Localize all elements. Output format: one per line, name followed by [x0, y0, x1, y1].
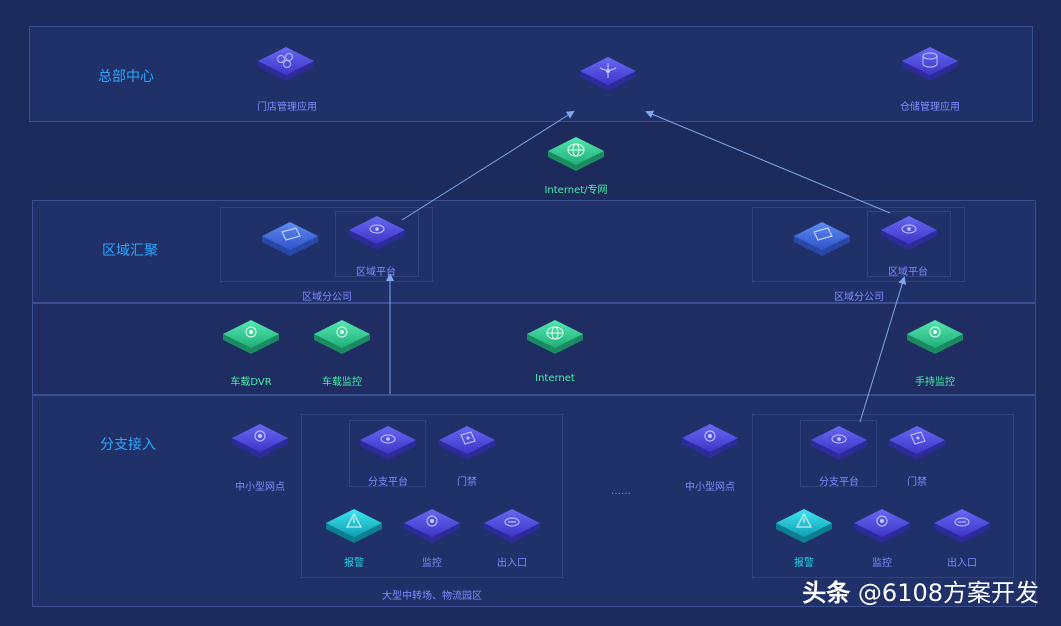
- branch-left-area-label: 大型中转场、物流园区: [382, 591, 482, 602]
- region-right-platform-box: [867, 211, 951, 277]
- region-left-platform-label: 区域平台: [356, 267, 396, 278]
- branch-left-monitor-label: 监控: [422, 558, 442, 569]
- branch-left-area-box: [301, 414, 563, 578]
- internet-private-globe-icon: [548, 137, 604, 171]
- arrow-right-region-to-hq: [645, 110, 891, 214]
- branch-right-gate-label: 出入口: [947, 558, 977, 569]
- tier-branch-label: 分支接入: [100, 437, 156, 453]
- watermark-brand: 头条: [802, 579, 851, 607]
- warehouse-app-label: 仓储管理应用: [900, 102, 960, 113]
- watermark: 头条 @6108方案开发: [802, 573, 1039, 608]
- vehicle-dvr-label: 车载DVR: [230, 377, 272, 388]
- branch-right-area-box: [752, 414, 1014, 578]
- store-app-icon: [258, 47, 314, 81]
- vehicle-monitor-label: 车载监控: [322, 377, 362, 388]
- region-right-company-label: 区域分公司: [834, 292, 884, 303]
- region-band: [32, 200, 1036, 303]
- branch-left-access-icon: [439, 426, 495, 460]
- hub-icon: [580, 57, 636, 91]
- tier-region-label: 区域汇聚: [102, 243, 158, 259]
- handheld-monitor-label: 手持监控: [915, 377, 955, 388]
- arrow-branch-to-right-region: [859, 276, 907, 423]
- internet-label: Internet: [535, 373, 575, 384]
- watermark-handle: @6108方案开发: [857, 579, 1039, 607]
- branch-right-monitor-icon: [854, 509, 910, 543]
- region-right-company-box: [752, 207, 965, 282]
- arrow-left-region-to-hq: [401, 110, 575, 221]
- branch-left-alarm-label: 报警: [344, 558, 364, 569]
- branch-right-alarm-label: 报警: [794, 558, 814, 569]
- branch-band: [32, 395, 1036, 607]
- vehicle-monitor-icon: [314, 320, 370, 354]
- branch-left-gate-icon: [484, 509, 540, 543]
- small-site-right-label: 中小型网点: [685, 482, 735, 493]
- region-left-company-label: 区域分公司: [302, 292, 352, 303]
- branch-ellipsis: ……: [611, 486, 631, 497]
- branch-left-monitor-icon: [404, 509, 460, 543]
- vehicle-dvr-icon: [223, 320, 279, 354]
- branch-right-platform-icon: [811, 426, 867, 460]
- internet-private-label: Internet/专网: [544, 185, 608, 196]
- branch-left-platform-icon: [360, 426, 416, 460]
- mobile-band: [32, 303, 1036, 395]
- branch-right-monitor-label: 监控: [872, 558, 892, 569]
- hq-band: [29, 26, 1033, 122]
- branch-left-gate-label: 出入口: [497, 558, 527, 569]
- branch-right-alarm-icon: [776, 509, 832, 543]
- region-left-platform-box: [335, 211, 419, 277]
- region-left-company-box: [220, 207, 433, 282]
- branch-right-access-icon: [889, 426, 945, 460]
- tier-hq-label: 总部中心: [98, 69, 154, 85]
- branch-left-platform-label: 分支平台: [368, 477, 408, 488]
- region-left-platform-icon: [349, 216, 405, 250]
- region-right-screen-icon: [794, 222, 850, 256]
- region-left-screen-icon: [262, 222, 318, 256]
- small-site-left-icon: [232, 424, 288, 458]
- small-site-right-icon: [682, 424, 738, 458]
- branch-left-alarm-icon: [326, 509, 382, 543]
- region-right-platform-icon: [881, 216, 937, 250]
- branch-left-access-label: 门禁: [457, 477, 477, 488]
- region-right-platform-label: 区域平台: [888, 267, 928, 278]
- branch-left-platform-box: [349, 420, 426, 487]
- handheld-monitor-icon: [907, 320, 963, 354]
- branch-right-access-label: 门禁: [907, 477, 927, 488]
- branch-right-platform-box: [800, 420, 877, 487]
- branch-right-platform-label: 分支平台: [819, 477, 859, 488]
- internet-globe-icon: [527, 320, 583, 354]
- warehouse-app-icon: [902, 47, 958, 81]
- small-site-left-label: 中小型网点: [235, 482, 285, 493]
- store-app-label: 门店管理应用: [257, 102, 317, 113]
- branch-right-gate-icon: [934, 509, 990, 543]
